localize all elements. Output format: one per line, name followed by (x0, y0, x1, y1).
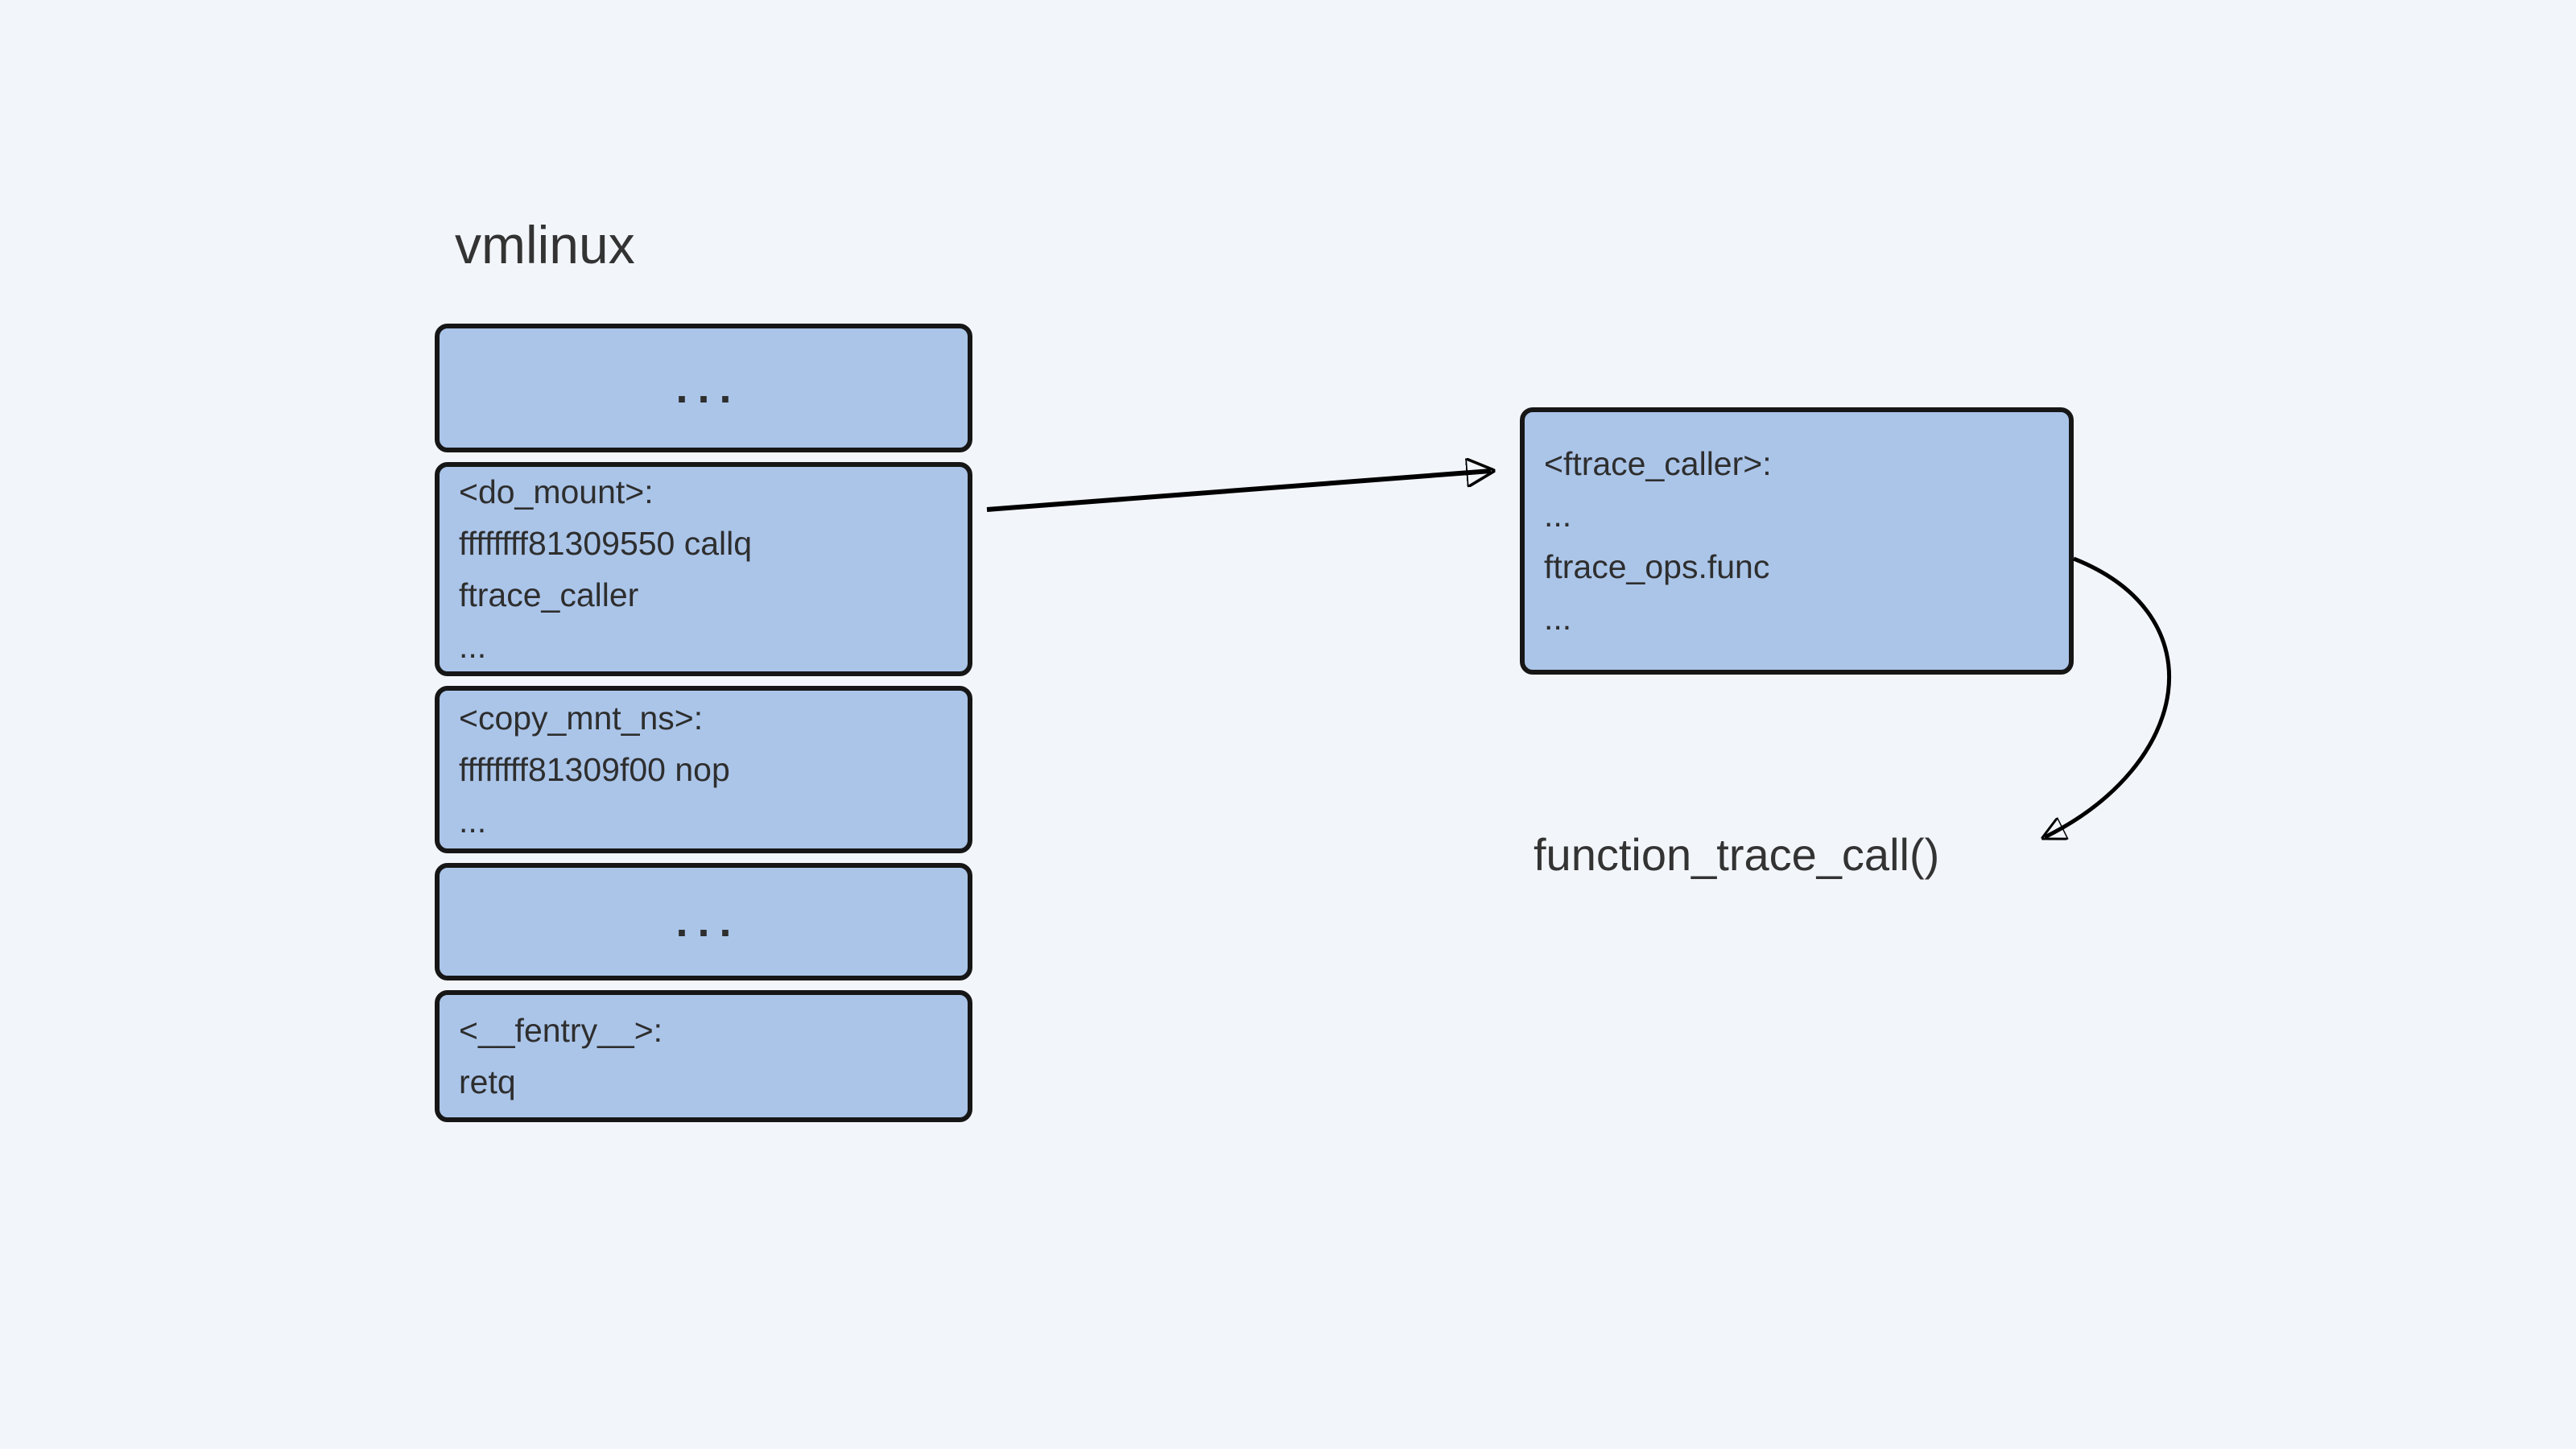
stack-block-ellipsis-middle: ... (435, 863, 972, 980)
stack-block-fentry: <__fentry__>: retq (435, 990, 972, 1122)
ellipsis-text: ... (675, 364, 741, 412)
stack-block-do-mount: <do_mount>: ffffffff81309550 callq ftrac… (435, 462, 972, 676)
do-mount-to-ftrace-caller-arrow (986, 471, 1491, 512)
code-line: <do_mount>: (459, 473, 654, 510)
code-line: ... (1544, 600, 1572, 637)
code-line: <ftrace_caller>: (1544, 445, 1772, 482)
code-line: ... (1544, 497, 1572, 534)
vmlinux-title: vmlinux (455, 215, 635, 275)
code-line: ... (459, 628, 487, 665)
ellipsis-text: ... (675, 898, 741, 946)
ftrace-caller-box: <ftrace_caller>: ... ftrace_ops.func ... (1520, 407, 2074, 675)
code-line: <__fentry__>: (459, 1012, 663, 1049)
code-line: ffffffff81309550 callq (459, 525, 753, 562)
code-line: ftrace_ops.func (1544, 548, 1770, 585)
stack-block-copy-mnt-ns: <copy_mnt_ns>: ffffffff81309f00 nop ... (435, 686, 972, 853)
stack-block-ellipsis-top: ... (435, 324, 972, 452)
code-line: <copy_mnt_ns>: (459, 700, 704, 737)
code-line: retq (459, 1063, 516, 1100)
code-line: ... (459, 803, 487, 840)
code-line: ftrace_caller (459, 576, 639, 613)
code-line: ffffffff81309f00 nop (459, 751, 730, 788)
function-trace-call-label: function_trace_call() (1534, 829, 1940, 880)
